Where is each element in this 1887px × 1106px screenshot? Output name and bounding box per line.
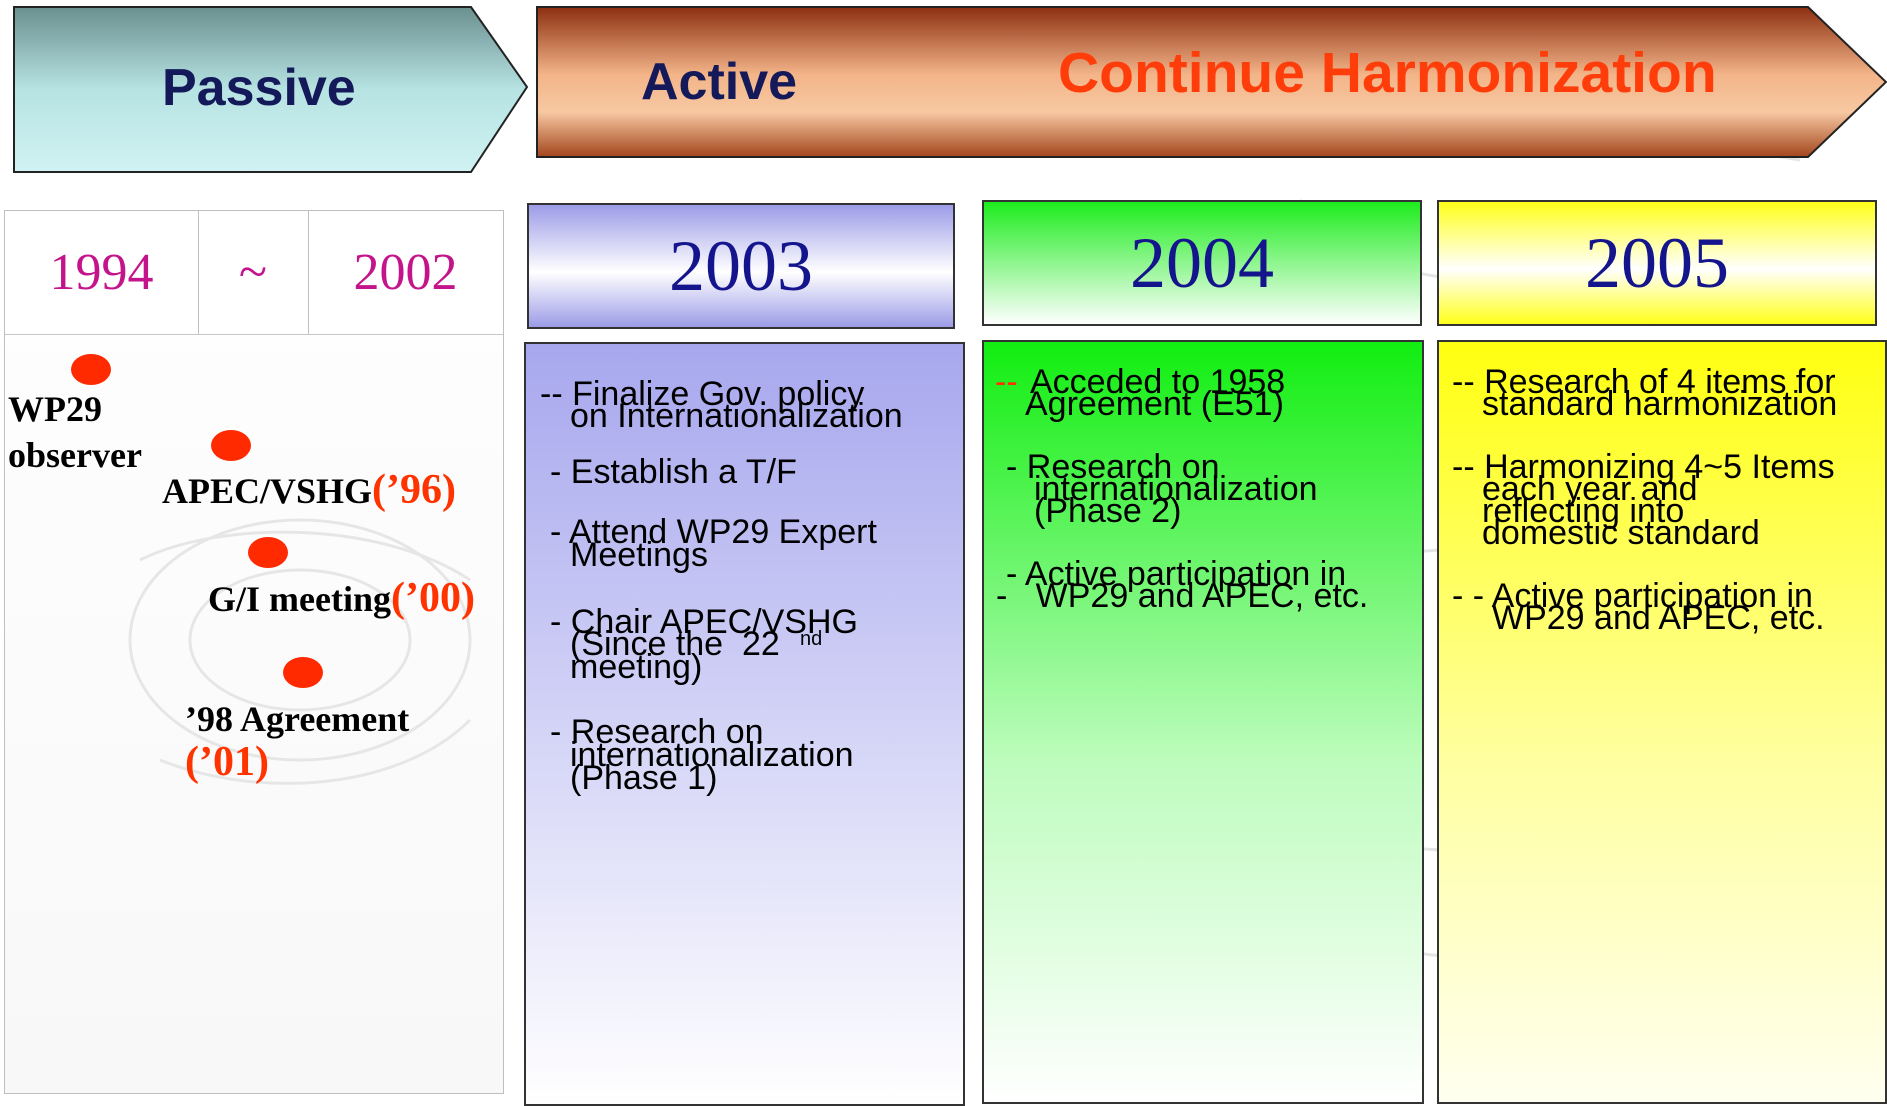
item-text: domestic standard <box>1482 514 1760 552</box>
item-text: meeting) <box>570 648 703 686</box>
item-text: -- <box>995 363 1018 401</box>
milestone-label: G/I meeting <box>208 579 391 619</box>
year-2004-header: 2004 <box>982 200 1422 326</box>
milestone-year: (’00) <box>390 575 475 621</box>
item-text: (Phase 2) <box>1034 492 1182 530</box>
item-text: internationalization <box>1034 470 1318 508</box>
item-text: on Internationalization <box>570 397 903 435</box>
period-header: 1994 ~ 2002 <box>4 210 504 335</box>
item-text: reflecting into <box>1482 492 1685 530</box>
year-2005-header: 2005 <box>1437 200 1877 326</box>
item-text: internationalization <box>570 736 854 774</box>
item-text: (Since the 22 <box>570 625 780 663</box>
milestone-wp29: WP29 <box>8 388 102 430</box>
item-text: - - Active participation in <box>1452 577 1813 615</box>
item-text: -- Research of 4 items for <box>1452 363 1836 401</box>
milestone-dot <box>283 657 323 688</box>
item-text: each year and <box>1482 470 1698 508</box>
active-arrow <box>536 6 1887 158</box>
year-2003-panel <box>524 342 965 1106</box>
year-2005-panel <box>1437 340 1887 1104</box>
milestone-year: (’96) <box>372 467 456 513</box>
item-text: - Establish a T/F <box>550 453 797 491</box>
milestone-dot <box>248 537 288 568</box>
milestone-label: WP29 <box>8 389 102 429</box>
phase-passive-label: Passive <box>162 59 356 117</box>
milestone-dot <box>211 430 251 461</box>
item-text: WP29 and APEC, etc. <box>1492 599 1825 637</box>
milestone-gi-meeting: G/I meeting(’00) <box>208 574 475 622</box>
phase-active-label: Active <box>641 53 798 111</box>
item-text: Agreement (E51) <box>1025 385 1284 423</box>
item-text: - Attend WP29 Expert <box>550 513 877 551</box>
milestone-apec: APEC/VSHG(’96) <box>162 466 456 514</box>
item-text: - Chair APEC/VSHG <box>550 603 858 641</box>
item-text: -- Harmonizing 4~5 Items <box>1452 448 1835 486</box>
period-end: 2002 <box>353 244 458 301</box>
item-text: - Active participation in <box>1006 555 1347 593</box>
phase-arrows <box>13 6 1887 173</box>
item-text: standard harmonization <box>1482 385 1838 423</box>
superscript-text: nd <box>800 628 823 650</box>
item-text: - Research on <box>550 713 764 751</box>
item-text: - Research on <box>1006 448 1220 486</box>
milestone-label: ’98 Agreement <box>185 699 410 739</box>
item-text: -- Finalize Gov. policy <box>540 375 865 413</box>
item-text: Acceded to 1958 <box>1030 363 1286 401</box>
passive-arrow <box>13 6 529 173</box>
milestone-wp29-line2: observer <box>8 434 142 476</box>
milestone-98-agreement-year: (’01) <box>185 738 269 786</box>
period-start: 1994 <box>5 211 199 334</box>
milestone-label: APEC/VSHG <box>162 471 373 511</box>
period-separator: ~ <box>198 211 309 334</box>
item-text: (Phase 1) <box>570 759 718 797</box>
item-text: - WP29 and APEC, etc. <box>996 577 1369 615</box>
year-2004-panel <box>982 340 1424 1104</box>
milestone-label: observer <box>8 435 142 475</box>
milestone-98-agreement: ’98 Agreement <box>185 698 409 740</box>
milestone-year: (’01) <box>185 739 269 785</box>
phase-continue-label: Continue Harmonization <box>1058 41 1717 105</box>
item-text: Meetings <box>570 536 708 574</box>
year-2003-header: 2003 <box>527 203 955 329</box>
milestone-dot <box>71 354 111 385</box>
passive-timeline-panel <box>4 333 504 1094</box>
